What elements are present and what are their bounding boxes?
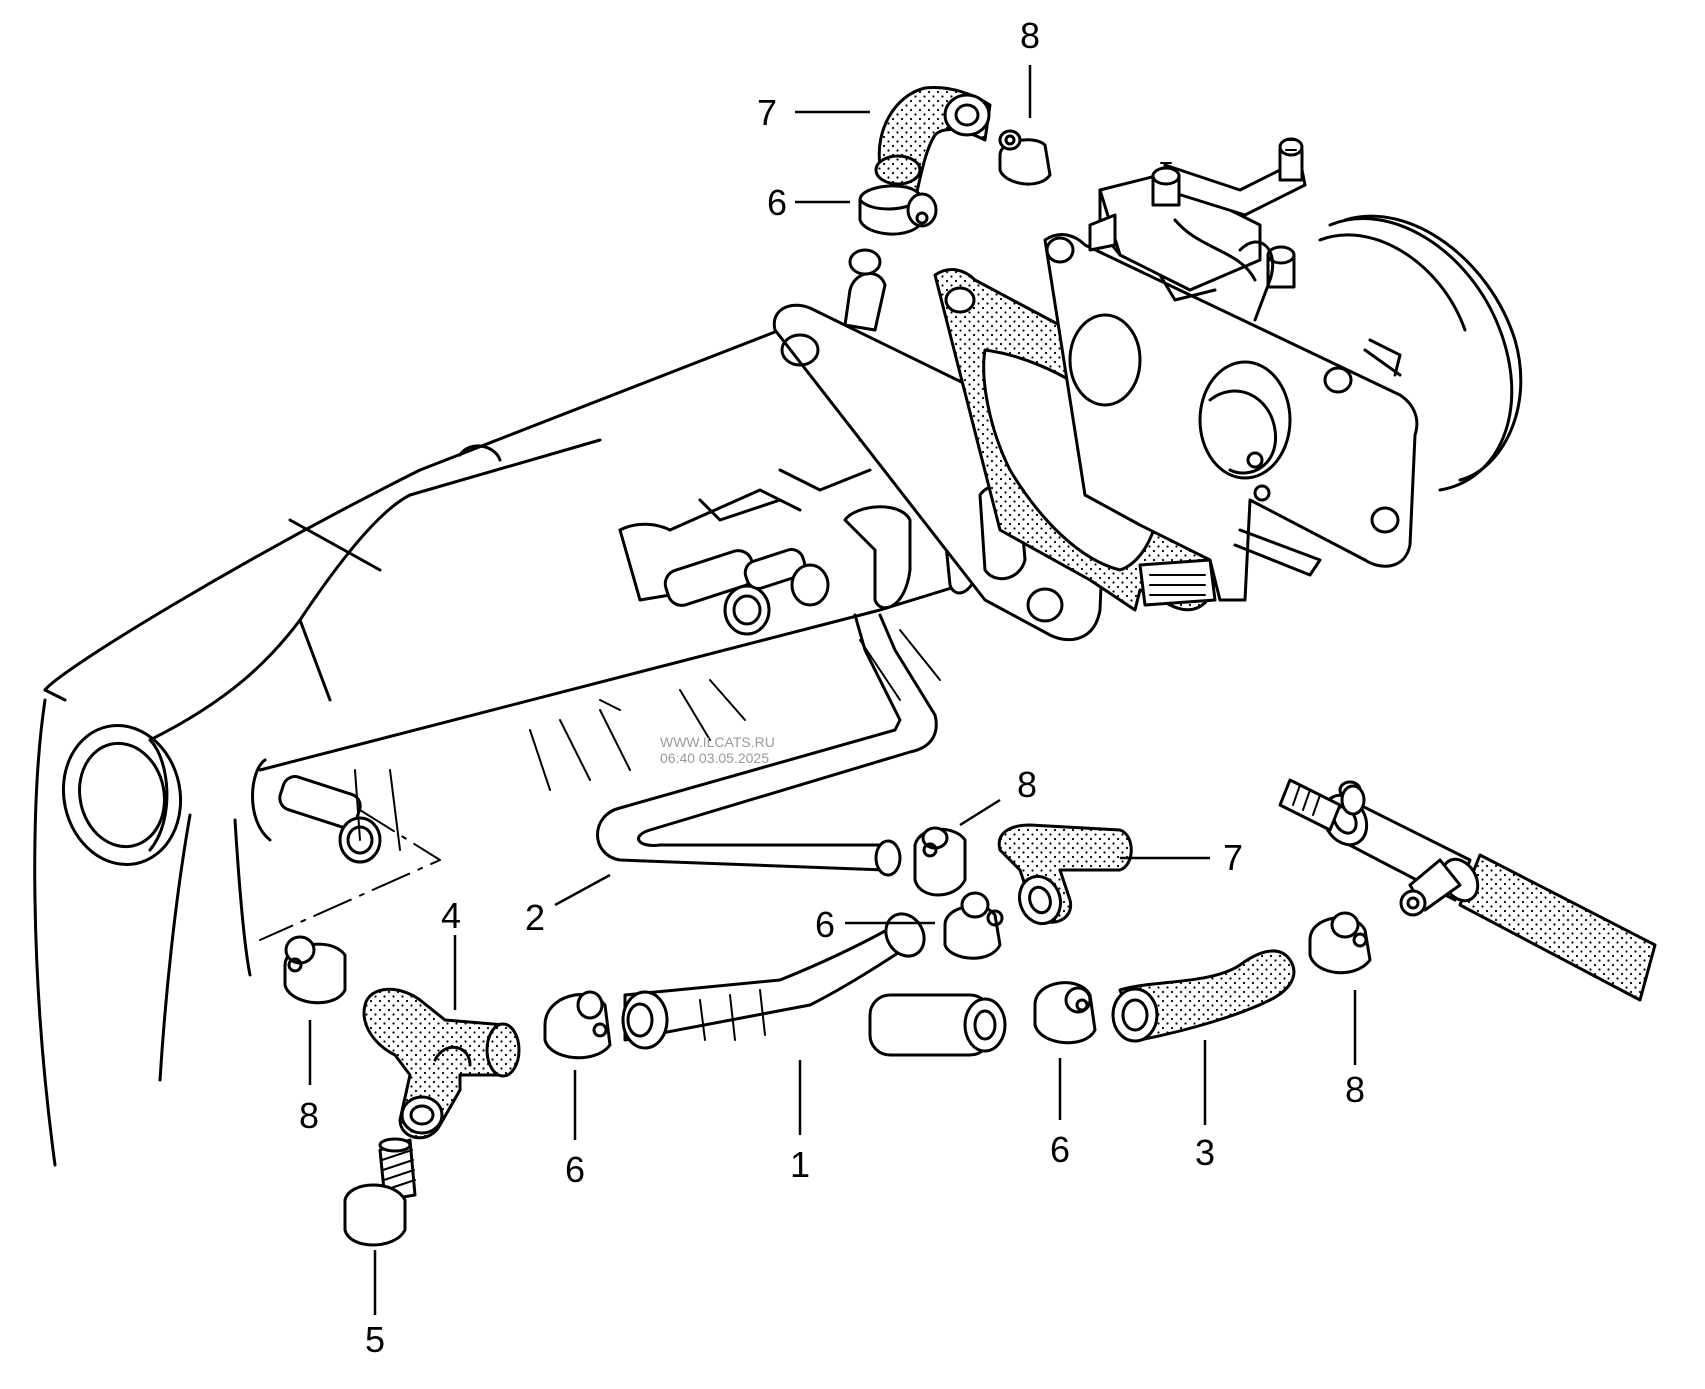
callout-labels: 7 8 6 8 7 6 2 4 8 6 1 6 3 8 5	[299, 15, 1365, 1360]
leader-lines	[308, 65, 1357, 1315]
pipe-1	[621, 912, 1007, 1057]
vacuum-fitting	[1278, 778, 1657, 1002]
clamp-6-left	[543, 990, 612, 1060]
clamp-6-mid	[943, 891, 1004, 960]
hose-3	[1111, 949, 1296, 1043]
callout-8-right: 8	[1345, 1069, 1365, 1110]
hose-7-top	[874, 85, 992, 202]
cap-5	[343, 1137, 417, 1247]
clamp-8-top	[998, 129, 1052, 186]
callout-7-mid: 7	[1223, 837, 1243, 878]
clamp-6-right	[1033, 981, 1097, 1045]
callout-8-mid: 8	[1017, 764, 1037, 805]
watermark-timestamp: 06:40 03.05.2025	[660, 750, 769, 766]
callout-8-left: 8	[299, 1095, 319, 1136]
callout-6-mid: 6	[815, 904, 835, 945]
clamp-6-top	[858, 184, 938, 236]
clamp-8-mid	[913, 826, 967, 897]
callout-7-top: 7	[757, 92, 777, 133]
callout-6-right: 6	[1050, 1129, 1070, 1170]
callout-2: 2	[525, 897, 545, 938]
callout-5: 5	[365, 1319, 385, 1360]
callout-3: 3	[1195, 1132, 1215, 1173]
pipe-2	[596, 613, 938, 877]
callout-6-top: 6	[767, 182, 787, 223]
callout-8-top: 8	[1020, 15, 1040, 56]
service-line	[259, 809, 441, 941]
throttle-body	[1043, 137, 1523, 607]
watermark-site: WWW.ILCATS.RU	[660, 734, 775, 750]
callout-6-left: 6	[565, 1149, 585, 1190]
hose-7-mid	[997, 823, 1133, 926]
callout-1: 1	[790, 1144, 810, 1185]
watermark: WWW.ILCATS.RU 06:40 03.05.2025	[660, 734, 775, 766]
clamp-8-left	[283, 935, 347, 1005]
callout-4: 4	[441, 895, 461, 936]
t-piece-4	[362, 987, 521, 1140]
clamp-8-right	[1308, 911, 1372, 975]
